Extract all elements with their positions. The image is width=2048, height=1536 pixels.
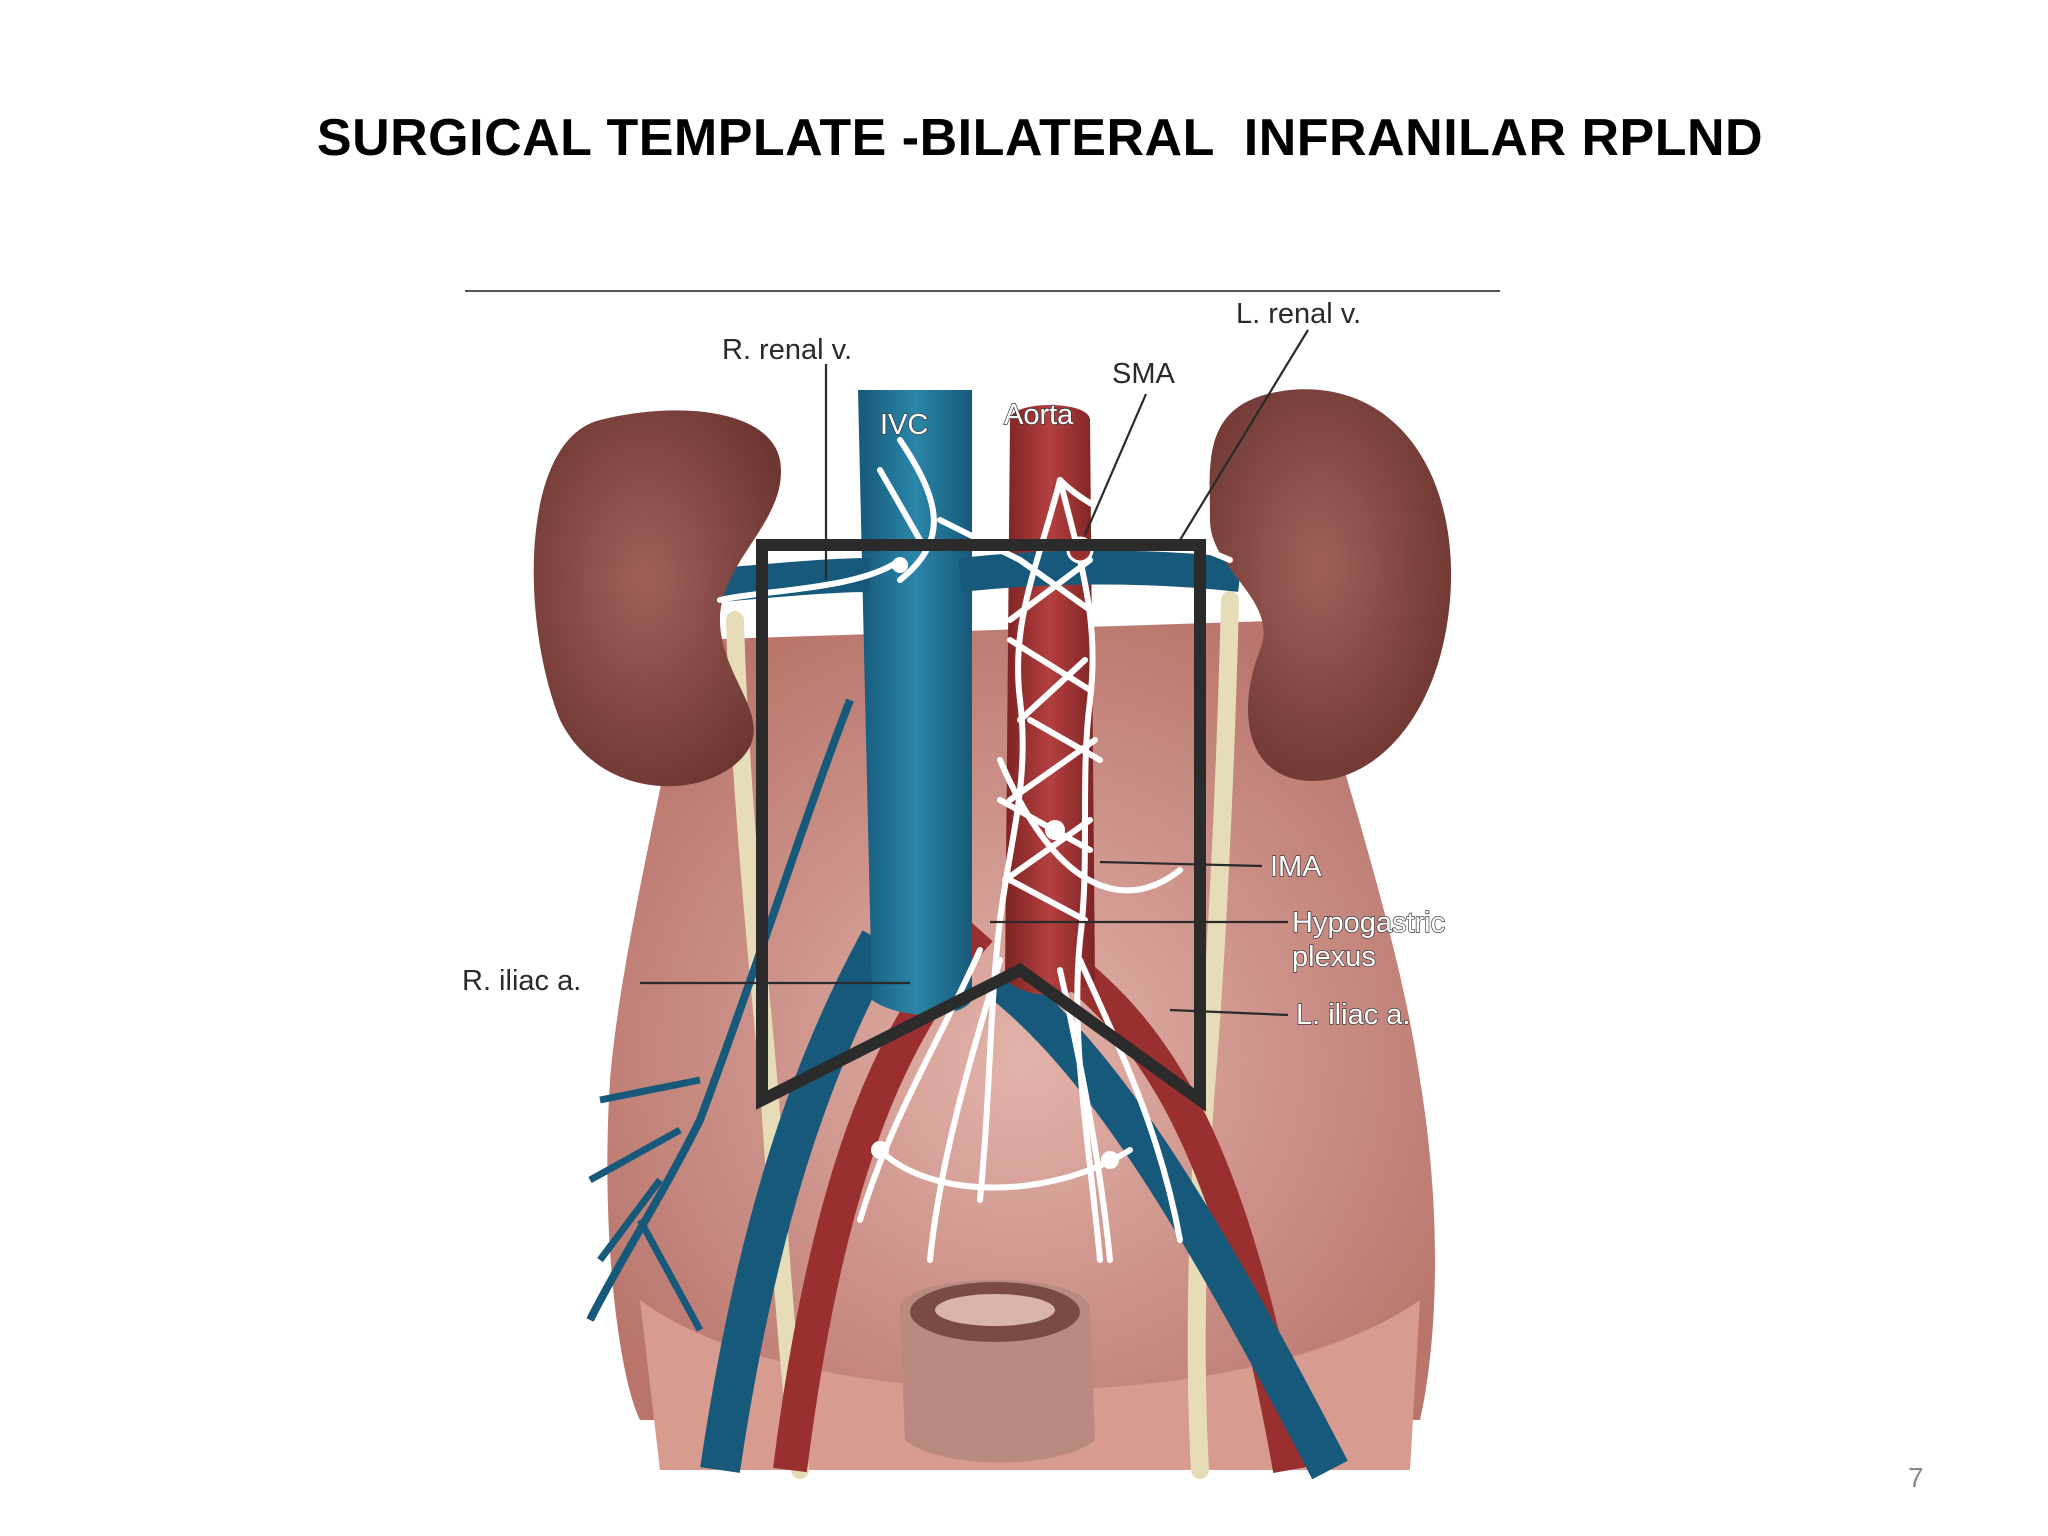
label-plexus: plexus [1292, 941, 1376, 973]
label-l-renal-v: L. renal v. [1236, 298, 1361, 330]
label-r-renal-v: R. renal v. [722, 334, 852, 366]
label-r-iliac-a: R. iliac a. [462, 965, 581, 997]
label-sma: SMA [1112, 358, 1176, 390]
right-vessel-branches [588, 1076, 704, 1332]
left-kidney [1209, 389, 1452, 781]
right-gonadal-vein [586, 698, 854, 1322]
right-renal-vein [718, 558, 871, 602]
label-l-iliac-a: L. iliac a. [1296, 999, 1410, 1031]
right-kidney [533, 410, 781, 787]
surgical-template-outline [756, 539, 1206, 1112]
label-ima: IMA [1270, 851, 1322, 883]
right-common-iliac-vein [700, 930, 898, 1473]
rectum-lumen-inner [935, 1294, 1055, 1326]
label-aorta: Aorta [1004, 399, 1074, 431]
label-hypogastric: Hypogastric [1292, 907, 1445, 939]
slide-title: SURGICAL TEMPLATE -BILATERAL INFRANILAR … [316, 109, 1764, 167]
leader-lines [640, 329, 1309, 1017]
ivc-vessel [858, 390, 972, 1015]
nerve-ganglia [871, 557, 1119, 1169]
left-common-iliac-vein [987, 964, 1348, 1480]
label-ivc: IVC [880, 409, 928, 441]
slide-page-number: 7 [1908, 1462, 1924, 1493]
pelvic-floor [640, 1300, 1420, 1470]
